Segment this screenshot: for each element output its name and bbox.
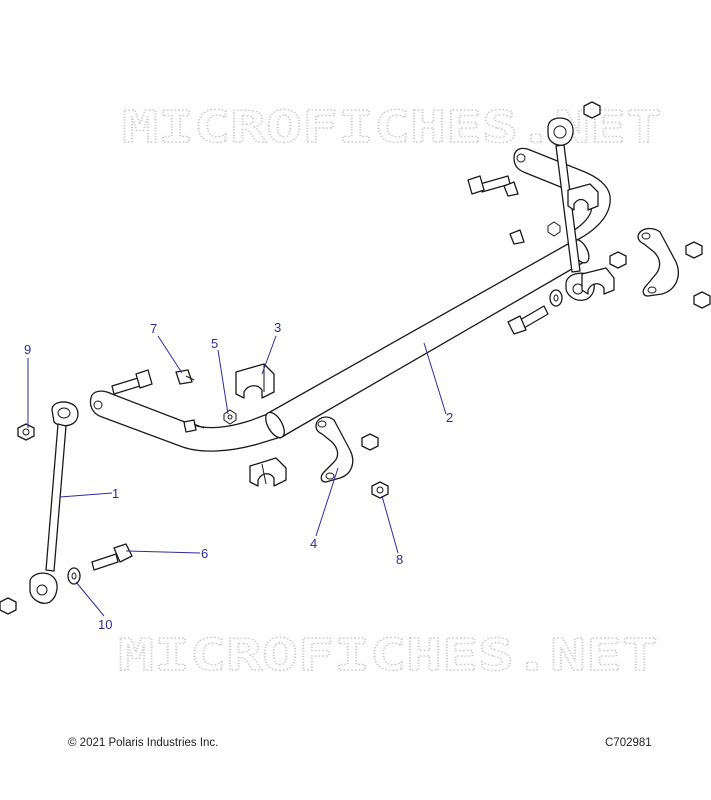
bushing-lower-right [581,267,615,295]
washer-right [549,289,563,307]
callout-6: 6 [201,546,208,561]
callout-1: 1 [112,486,119,501]
bushing-lower-left [249,457,287,487]
callout-4: 4 [310,536,317,551]
callout-8: 8 [396,552,403,567]
washer-left [67,567,81,585]
nut-top-right [583,101,601,119]
watermark-bottom: MICROFICHES.NET [118,630,658,681]
stabilizer-bar [89,147,611,452]
nut-right-1 [609,251,627,269]
small-nut-left [223,409,237,425]
bolt-right-lower [507,305,549,335]
bolt-lower-left [91,543,133,571]
small-bolt-right-2 [509,229,525,245]
small-nut-right [547,221,561,237]
nut-right-2 [685,241,703,259]
small-bolt-left [175,369,195,385]
clamp-right [637,227,679,297]
clamp-left [315,416,354,483]
watermark-top: MICROFICHES.NET [122,102,662,153]
leader-lines [27,335,447,617]
callout-2: 2 [446,410,453,425]
nut-part9 [17,423,35,441]
callout-7: 7 [150,321,157,336]
diagram-code: C702981 [605,737,652,749]
bolt-right-upper [467,175,511,195]
small-bolt-mid [183,419,205,433]
callout-10: 10 [98,617,112,632]
nut-center [361,433,379,451]
bolt-upper-left [111,369,153,395]
bushing-upper-right [567,183,599,211]
end-link-right [547,117,595,301]
nut-part8 [371,481,389,499]
end-link-left [29,401,79,604]
nut-right-3 [693,291,711,309]
copyright-text: © 2021 Polaris Industries Inc. [68,737,219,749]
callout-3: 3 [274,320,281,335]
callout-5: 5 [211,336,218,351]
bushing-upper-left [235,363,275,399]
nut-lower-left [0,597,17,615]
callout-9: 9 [24,342,31,357]
small-bolt-right-1 [503,181,519,197]
